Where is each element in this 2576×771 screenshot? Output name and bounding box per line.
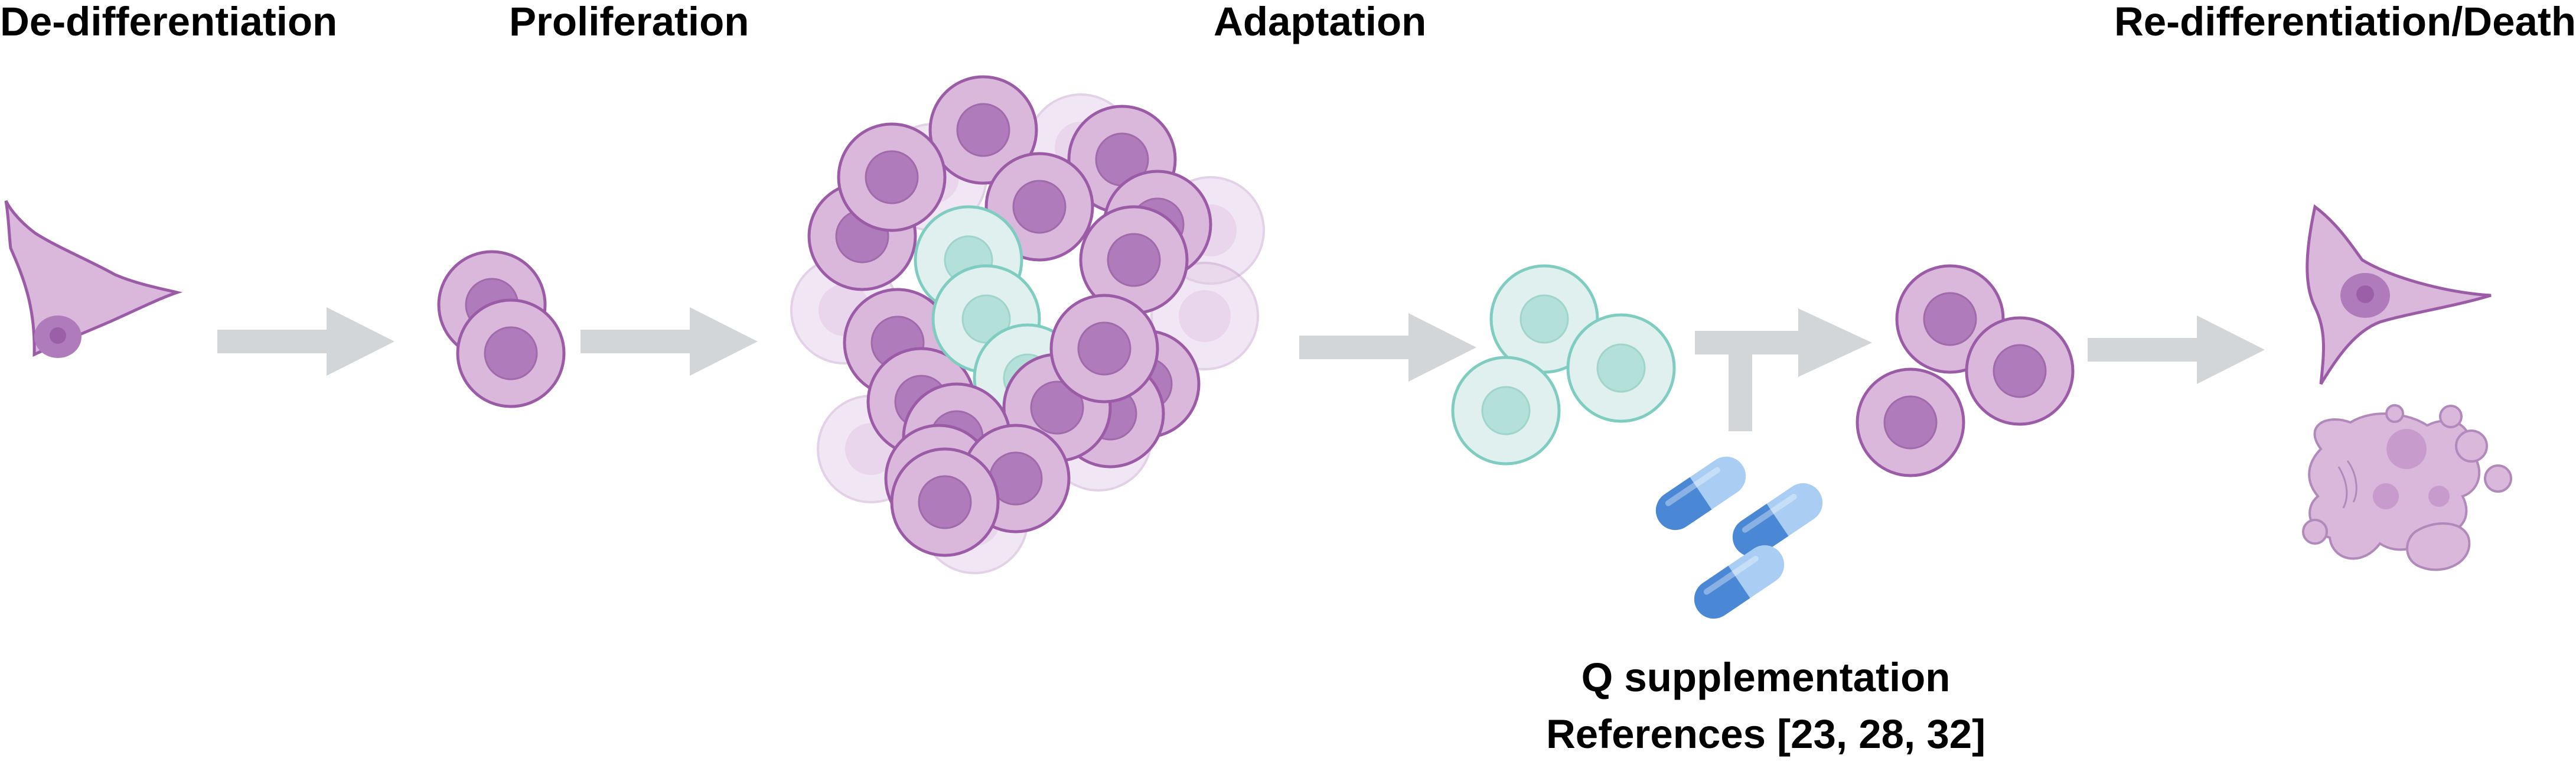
references-label: References [23, 28, 32] — [1545, 711, 1986, 757]
apoptotic-cell-icon — [2302, 404, 2512, 571]
stage-label-redifferentiation: Re-differentiation/Death — [2114, 0, 2576, 44]
arrow-1 — [217, 307, 394, 376]
redifferentiated-cell-icon — [2306, 204, 2492, 385]
differentiated-cell-icon — [4, 200, 183, 358]
arrow-3 — [1299, 313, 1476, 382]
dividing-cells-icon — [439, 252, 564, 406]
stage-label-dedifferentiation: De-differentiation — [0, 0, 338, 44]
adapted-cells-icon — [1453, 266, 1674, 464]
stage-label-proliferation: Proliferation — [509, 0, 749, 44]
stage-label-adaptation: Adaptation — [1214, 0, 1427, 44]
treatment-label: Q supplementation — [1581, 655, 1951, 700]
arrow-4 — [2088, 315, 2265, 384]
arrow-2 — [581, 307, 758, 376]
capsule-icon — [1648, 449, 1830, 626]
cell-cluster-icon — [790, 77, 1265, 574]
proliferating-cells-icon — [1857, 266, 2073, 476]
treatment-arrow — [1695, 308, 1872, 431]
